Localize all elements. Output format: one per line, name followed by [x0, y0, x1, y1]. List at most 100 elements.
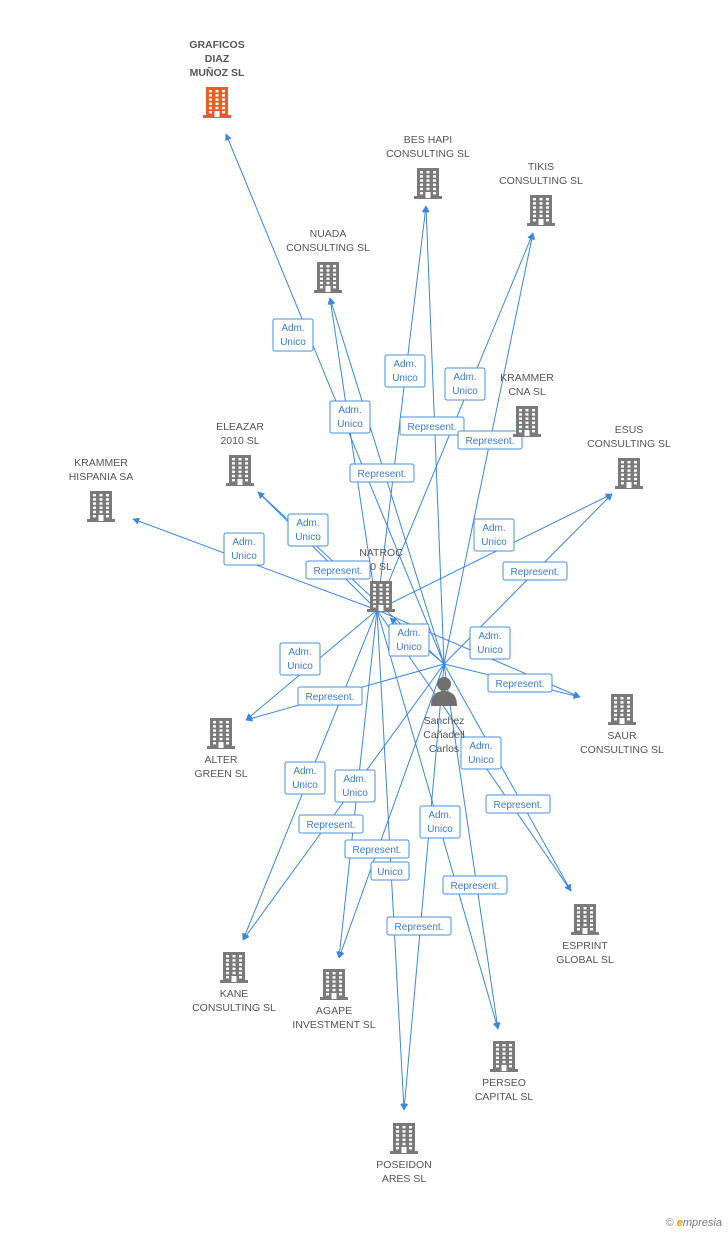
edge-label-natroc-alter[interactable]: Adm.Unico [279, 642, 321, 676]
edge-label-box [384, 354, 426, 388]
edge-label-sanchez-tikis[interactable]: Represent. [457, 430, 523, 450]
edge-label-natroc-saur[interactable]: Adm. Unico [469, 626, 511, 660]
edge-label-natroc-esprint[interactable]: Adm.Unico [460, 736, 502, 770]
edge-label-natroc-beshapi[interactable]: Adm.Unico [384, 354, 426, 388]
node-label-esus: CONSULTING SL [587, 438, 671, 450]
edge-label-text: Adm. [478, 631, 501, 642]
edge-label-sanchez-poseidon[interactable]: Represent. [386, 916, 452, 936]
edge-label-natroc-eleazar[interactable]: Adm.Unico [287, 513, 329, 547]
edge-label-sanchez-graficos[interactable]: Adm.Unico [272, 318, 314, 352]
building-icon [203, 87, 231, 118]
edge-label-text: Unico [377, 867, 403, 878]
footer-brand[interactable]: © empresia [666, 1217, 722, 1229]
edge-label-sanchez-saur[interactable]: Represent. [487, 673, 553, 693]
edge-label-sanchez-perseo[interactable]: Represent. [442, 875, 508, 895]
edge-label-sanchez-beshapi[interactable]: Represent. [399, 416, 465, 436]
edge-label-box [388, 623, 430, 657]
edge-label-box [399, 416, 465, 436]
person-icon [431, 677, 457, 706]
edge-label-natroc-nuada[interactable]: Adm.Unico [329, 400, 371, 434]
node-label-agape: INVESTMENT SL [292, 1019, 375, 1031]
node-label-alter: ALTER [204, 754, 237, 766]
node-label-poseidon: POSEIDON [376, 1159, 431, 1171]
edge-label-natroc-kane[interactable]: Adm. Unico [284, 761, 326, 795]
edge-label-sanchez-alter[interactable]: Represent. [297, 686, 363, 706]
edge-label-box [297, 686, 363, 706]
edge-label-text: Adm. [293, 766, 316, 777]
edge-label-sanchez-esus[interactable]: Represent. [502, 561, 568, 581]
edge-label-natroc-krammerhisp[interactable]: Adm.Unico [223, 532, 265, 566]
node-label-tikis: CONSULTING SL [499, 175, 583, 187]
edge-natroc-poseidon [376, 609, 408, 1111]
edge-natroc-nuada [327, 297, 378, 611]
edge-label-sanchez-eleazar[interactable]: Represent. [305, 560, 371, 580]
node-label-eleazar: 2010 SL [220, 435, 259, 447]
edge-label-sanchez-esprint[interactable]: Represent. [485, 794, 551, 814]
node-natroc[interactable]: NATROC 0 SL [359, 547, 403, 612]
brand-name: mpresia [682, 1217, 722, 1229]
building-icon [571, 904, 599, 935]
edge-label-natroc-perseo[interactable]: Adm.Unico [419, 805, 461, 839]
edge-label-sanchez-nuada[interactable]: Represent. [349, 463, 415, 483]
edge-label-box [457, 430, 523, 450]
edge-label-text: Represent. [306, 692, 355, 703]
edge-label-natroc-esus[interactable]: Adm.Unico [473, 518, 515, 552]
node-label-natroc: 0 SL [370, 561, 392, 573]
edge-label-text: Represent. [307, 820, 356, 831]
node-label-sanchez: Carlos [429, 743, 459, 755]
edge-label-natroc-tikis[interactable]: Adm.Unico [444, 367, 486, 401]
edge-label-natroc-agape[interactable]: Adm.Unico [334, 769, 376, 803]
edge-label-box [444, 367, 486, 401]
brand-initial: e [676, 1217, 683, 1229]
edge-label-text: Unico [477, 645, 503, 656]
node-label-sanchez: Cañadell [423, 729, 464, 741]
edge-label-text: Unico [292, 780, 318, 791]
node-label-graficos: MUÑOZ SL [190, 66, 245, 79]
edge-label-box [370, 861, 410, 881]
edge-label-box [460, 736, 502, 770]
edge-label-text: Represent. [494, 800, 543, 811]
edge-label-box [272, 318, 314, 352]
edge-label-text: Unico [280, 337, 306, 348]
edge-label-natroc-poseidon[interactable]: Unico [370, 861, 410, 881]
edge-label-text: Represent. [353, 845, 402, 856]
edge-label-text: Unico [427, 824, 453, 835]
edge-label-box [442, 875, 508, 895]
edge-label-text: Unico [231, 551, 257, 562]
node-label-agape: AGAPE [316, 1005, 352, 1017]
edge-sanchez-agape [337, 663, 445, 959]
edge-label-box [386, 916, 452, 936]
edge-label-text: Represent. [395, 922, 444, 933]
building-icon [367, 581, 395, 612]
edge-label-text: Adm. [393, 359, 416, 370]
edge-label-text: Represent. [358, 469, 407, 480]
node-label-beshapi: BES HAPI [404, 134, 452, 146]
edge-label-sanchez-natroc[interactable]: Adm.Unico [388, 623, 430, 657]
node-agape[interactable]: AGAPE INVESTMENT SL [292, 969, 376, 1031]
edge-label-sanchez-kane[interactable]: Represent. [298, 814, 364, 834]
edge-label-box [344, 839, 410, 859]
node-label-natroc: NATROC [359, 547, 403, 559]
edge-label-box [487, 673, 553, 693]
building-icon [615, 458, 643, 489]
edge-label-sanchez-agape[interactable]: Represent. [344, 839, 410, 859]
edge-label-box [305, 560, 371, 580]
building-icon [527, 195, 555, 226]
